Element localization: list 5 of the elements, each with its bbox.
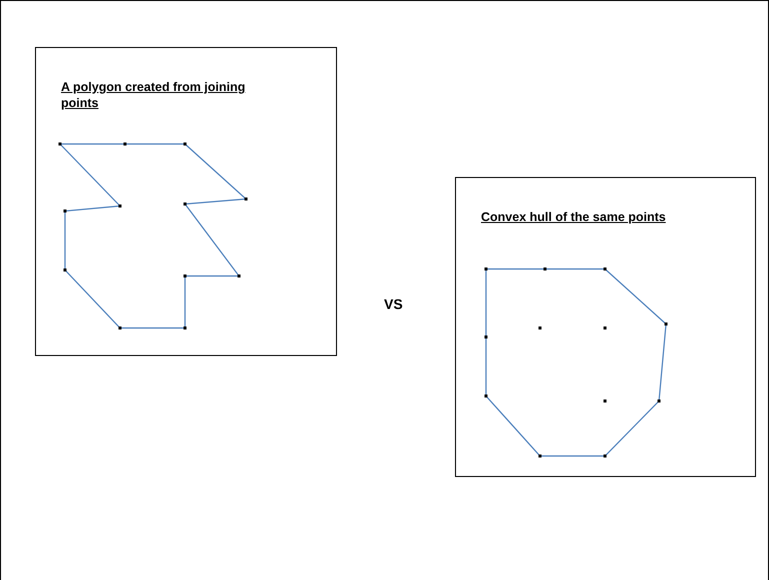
panel-title: A polygon created from joining points — [61, 79, 246, 111]
panel — [455, 177, 756, 477]
panel — [35, 47, 337, 356]
comparison-label: VS — [384, 296, 403, 312]
panel-title: Convex hull of the same points — [481, 209, 667, 225]
